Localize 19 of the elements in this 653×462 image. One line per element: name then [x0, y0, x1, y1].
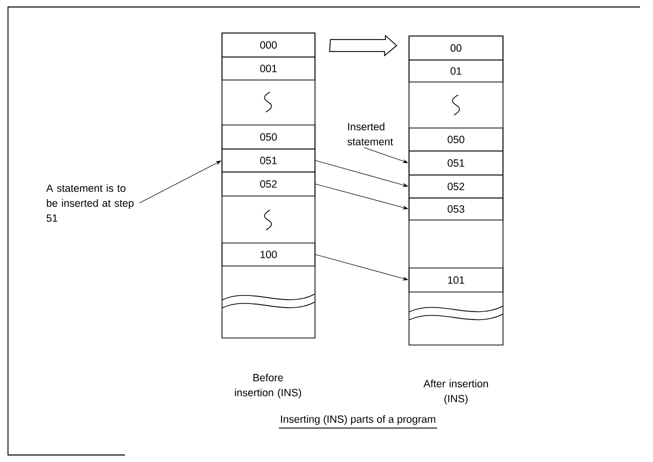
step-cell: 01 [408, 60, 504, 82]
step-cell: 001 [222, 56, 316, 80]
figure-caption: Inserting (INS) parts of a program [278, 415, 438, 428]
column-label: After insertion (INS) [423, 380, 488, 404]
step-cell: 000 [222, 32, 316, 58]
step-cell: 101 [408, 268, 504, 292]
step-cell: 053 [408, 198, 504, 220]
annotation-text: A statement is to be inserted at step 51 [46, 184, 134, 222]
step-cell: 052 [408, 174, 504, 198]
annotation-text: Inserted statement [348, 122, 394, 146]
step-cell: 050 [222, 124, 316, 150]
step-cell: 00 [408, 36, 504, 60]
column-label: Before insertion (INS) [235, 374, 302, 398]
step-cell: 100 [222, 242, 316, 266]
step-cell: 051 [222, 148, 316, 172]
step-cell: 050 [408, 128, 504, 152]
block-arrow [329, 34, 398, 57]
step-cell: 051 [408, 150, 504, 176]
step-cell: 052 [222, 172, 316, 196]
